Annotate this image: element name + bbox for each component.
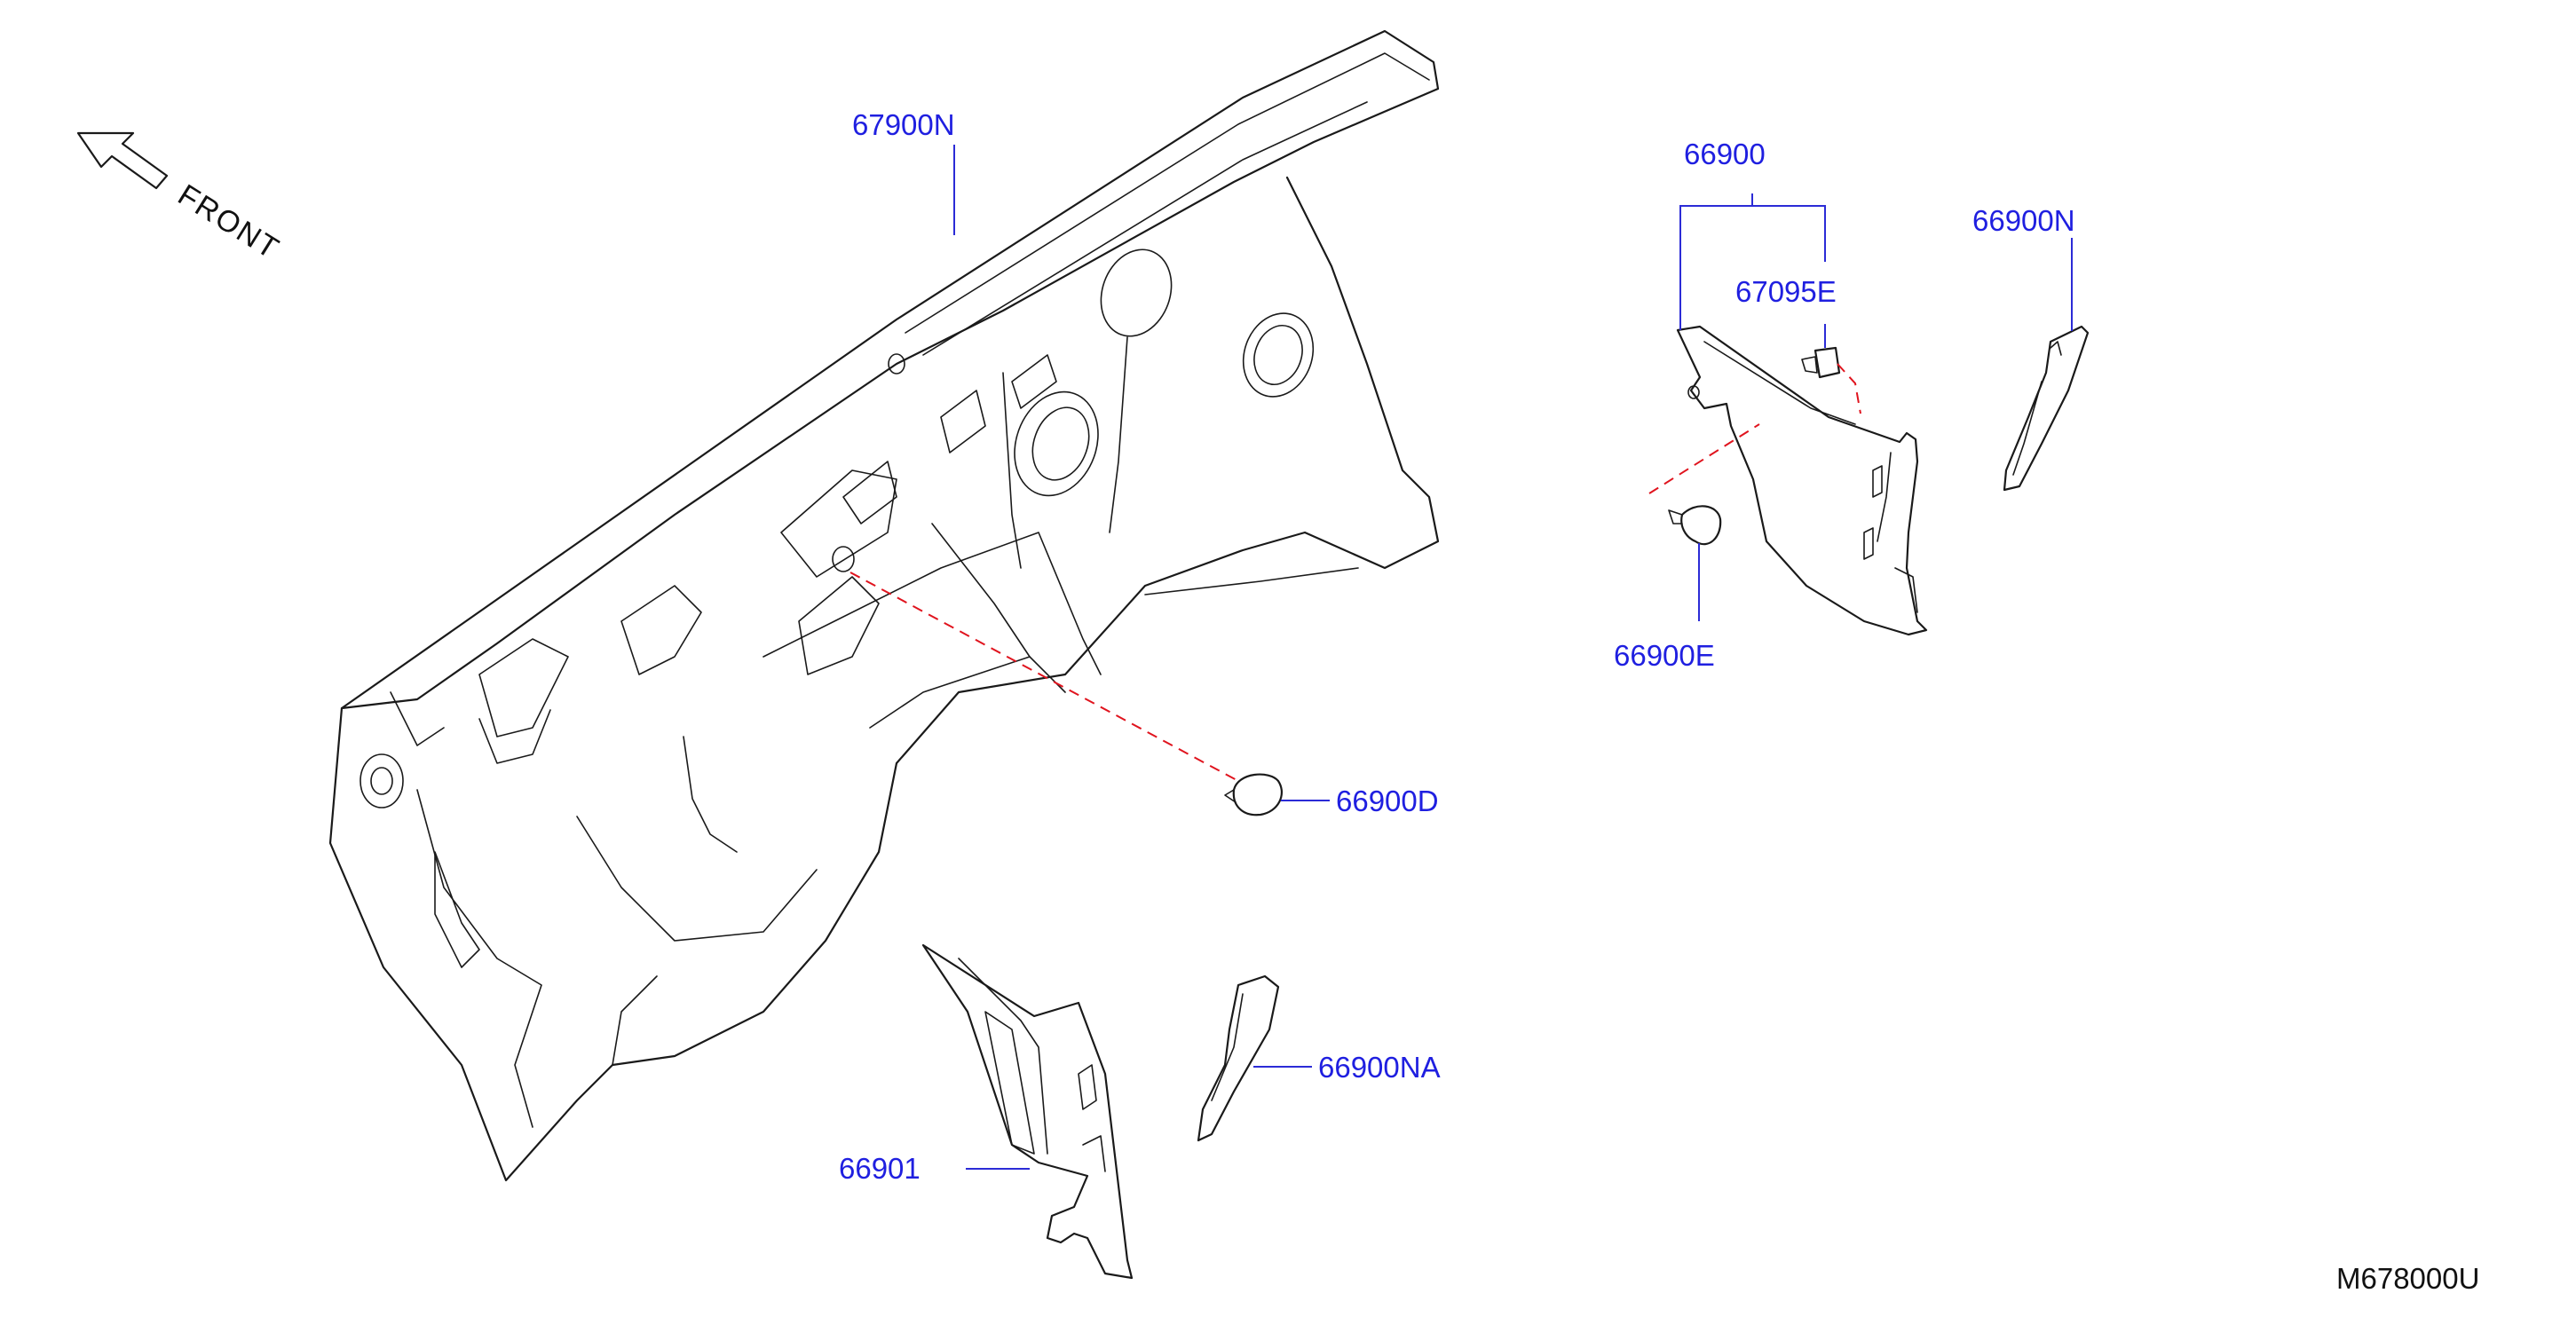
clip-67095e-icon (1801, 346, 1841, 379)
callout-66900d: 66900D (1336, 785, 1439, 817)
callout-66900na: 66900NA (1318, 1051, 1441, 1084)
callout-67900n: 67900N (852, 108, 955, 141)
clip-66900e-icon (1668, 505, 1722, 546)
callout-66900e: 66900E (1614, 639, 1715, 672)
callout-67095e: 67095E (1735, 275, 1837, 308)
clip-66900d-icon (1224, 773, 1284, 816)
guide-66900d (849, 572, 1239, 782)
trim-66900na-illustration (1197, 974, 1280, 1142)
leader-66900 (1679, 205, 1826, 330)
kick-panel-66900-illustration (1676, 325, 1928, 636)
guide-66900e (1648, 423, 1760, 494)
front-arrow-icon (76, 131, 169, 190)
kick-panel-66901-illustration (921, 943, 1134, 1280)
diagram-code: M678000U (2336, 1262, 2479, 1295)
callout-66900n: 66900N (1972, 204, 2075, 237)
dash-insulator-illustration (328, 29, 1440, 1182)
callout-66901: 66901 (839, 1152, 921, 1185)
guide-67095e (1837, 363, 1861, 414)
front-label: FRONT (172, 178, 286, 267)
trim-66900n-illustration (2003, 325, 2090, 492)
callout-66900: 66900 (1684, 138, 1766, 170)
